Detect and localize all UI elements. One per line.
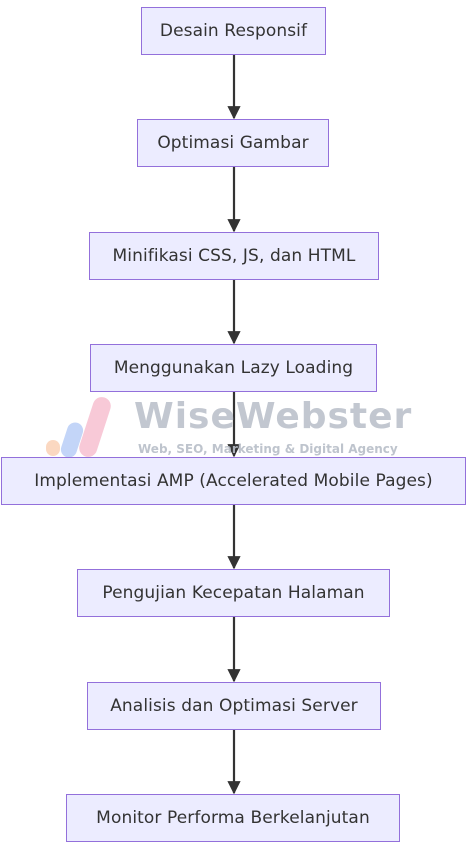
node-pengujian-kecepatan: Pengujian Kecepatan Halaman [77, 569, 390, 617]
node-lazy-loading: Menggunakan Lazy Loading [90, 344, 377, 392]
node-analisis-server: Analisis dan Optimasi Server [87, 682, 381, 730]
node-optimasi-gambar: Optimasi Gambar [137, 119, 329, 167]
node-monitor-performa: Monitor Performa Berkelanjutan [66, 794, 400, 842]
node-implementasi-amp: Implementasi AMP (Accelerated Mobile Pag… [1, 457, 466, 505]
node-minifikasi: Minifikasi CSS, JS, dan HTML [89, 232, 379, 280]
node-desain-responsif: Desain Responsif [141, 7, 326, 55]
